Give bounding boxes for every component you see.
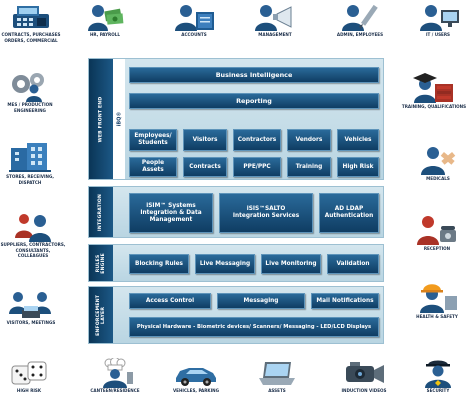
canteen-label: CANTEEN/RESIDENCE xyxy=(90,389,140,394)
blocking-rules-box: Blocking Rules xyxy=(129,254,189,274)
validation-box: Validation xyxy=(327,254,379,274)
frontend-layer: WEB FRONT END iBQ® Business Intelligence… xyxy=(88,58,384,180)
management-label: MANAGEMENT xyxy=(258,33,292,38)
assets-label: ASSETS xyxy=(268,389,286,394)
suppliers-label: SUPPLIERS, CONTRACTORS, CONSULTANTS, COL… xyxy=(0,243,66,260)
accounts-label: ACCOUNTS xyxy=(181,33,207,38)
enforcement-layer: ENFORCEMENT LAYER Access Control Messagi… xyxy=(88,286,384,344)
car-icon xyxy=(176,368,216,386)
integration-label: INTEGRATION xyxy=(98,193,104,231)
hardware-box: Physical Hardware - Biometric devices/ S… xyxy=(129,317,379,337)
meeting-icon xyxy=(9,292,51,318)
contracts-node: CONTRACTS, PURCHASES ORDERS, COMMERCIAL xyxy=(0,2,62,44)
mail-notifications-box: Mail Notifications xyxy=(311,293,379,309)
visitors-node: VISITORS, MEETINGS xyxy=(0,288,62,327)
person-phone-icon xyxy=(417,216,456,245)
person-money-icon xyxy=(88,5,124,31)
integration-layer: INTEGRATION iSIM™ Systems Integration & … xyxy=(88,186,384,238)
person-pen-icon xyxy=(342,4,378,31)
stores-node: STORES, RECEIVING, DISPATCH xyxy=(0,140,60,186)
suppliers-node: SUPPLIERS, CONTRACTORS, CONSULTANTS, COL… xyxy=(0,210,66,260)
access-control-box: Access Control xyxy=(129,293,211,309)
person-megaphone-icon xyxy=(255,5,292,31)
mes-node: MES / PRODUCTION ENGINEERING xyxy=(0,70,60,114)
medicals-node: MEDICALS xyxy=(410,144,466,183)
vehicles-label: VEHICLES, PARKING xyxy=(172,389,220,394)
chef-icon xyxy=(103,358,133,388)
cash-register-icon xyxy=(13,6,49,28)
laptop-icon xyxy=(259,362,295,385)
training-node: TRAINING, QUALIFICATIONS xyxy=(398,70,470,111)
ibq-tab: iBQ® xyxy=(113,59,125,179)
vendors-box: Vendors xyxy=(287,129,331,151)
stores-label: STORES, RECEIVING, DISPATCH xyxy=(6,175,54,186)
contractors-box: Contractors xyxy=(233,129,281,151)
security-label: SECURITY xyxy=(426,389,450,394)
security-node: SECURITY xyxy=(412,356,464,395)
person-group-icon xyxy=(15,214,51,242)
reception-label: RECEPTION xyxy=(423,247,451,252)
isis-box: iSIS™SALTO Integration Services xyxy=(219,193,313,233)
frontend-tab: WEB FRONT END xyxy=(89,59,113,179)
ppe-box: PPE/PPC xyxy=(233,157,281,177)
gears-person-icon xyxy=(12,73,44,102)
frontend-label: WEB FRONT END xyxy=(98,96,104,142)
hr-node: HR, PAYROLL xyxy=(80,2,130,39)
health-label: HEALTH & SAFETY xyxy=(416,315,458,320)
vehicles-node: VEHICLES, PARKING xyxy=(166,358,226,395)
rules-tab: RULES ENGINE xyxy=(89,245,113,281)
live-messaging-box: Live Messaging xyxy=(195,254,255,274)
contracts-label: CONTRACTS, PURCHASES ORDERS, COMMERCIAL xyxy=(1,33,61,44)
reception-node: RECEPTION xyxy=(408,212,466,253)
admin-node: ADMIN, EMPLOYEES xyxy=(328,2,392,39)
person-book-icon xyxy=(175,5,214,31)
it-node: IT / USERS xyxy=(408,2,468,39)
induction-node: INDUCTION VIDEOS xyxy=(334,358,394,395)
buildings-icon xyxy=(9,143,51,172)
high-risk-box: High Risk xyxy=(337,157,379,177)
rules-label: RULES ENGINE xyxy=(95,252,106,274)
visitors-label: VISITORS, MEETINGS xyxy=(6,321,56,326)
health-node: HEALTH & SAFETY xyxy=(406,280,468,321)
live-monitoring-box: Live Monitoring xyxy=(261,254,321,274)
business-intelligence-box: Business Intelligence xyxy=(129,67,379,83)
person-monitor-icon xyxy=(420,5,459,31)
admin-label: ADMIN, EMPLOYEES xyxy=(336,33,384,38)
video-camera-icon xyxy=(346,362,384,383)
employees-box: Employees/ Students xyxy=(129,129,177,151)
highrisk-label: HIGH RISK xyxy=(16,389,42,394)
ibq-label: iBQ® xyxy=(116,111,122,127)
contracts-box: Contracts xyxy=(183,157,227,177)
ad-ldap-box: AD LDAP Authentication xyxy=(319,193,379,233)
rules-layer: RULES ENGINE Blocking Rules Live Messagi… xyxy=(88,244,384,282)
hardhat-person-icon xyxy=(420,284,457,313)
canteen-node: CANTEEN/RESIDENCE xyxy=(84,358,146,395)
highrisk-node: HIGH RISK xyxy=(4,358,54,395)
dice-icon xyxy=(11,361,47,385)
management-node: MANAGEMENT xyxy=(246,2,304,39)
mes-label: MES / PRODUCTION ENGINEERING xyxy=(7,103,53,114)
graduation-icon xyxy=(413,73,453,103)
training-box: Training xyxy=(287,157,331,177)
training-label: TRAINING, QUALIFICATIONS xyxy=(401,105,467,110)
accounts-node: ACCOUNTS xyxy=(168,2,220,39)
reporting-box: Reporting xyxy=(129,93,379,109)
visitors-box: Visitors xyxy=(183,129,227,151)
people-assets-box: People Assets xyxy=(129,157,177,177)
isim-box: iSIM™ Systems Integration & Data Managem… xyxy=(129,193,213,233)
security-guard-icon xyxy=(425,360,451,388)
hr-label: HR, PAYROLL xyxy=(89,33,121,38)
messaging-box: Messaging xyxy=(217,293,305,309)
it-label: IT / USERS xyxy=(425,33,451,38)
vehicles-box: Vehicles xyxy=(337,129,379,151)
enforcement-tab: ENFORCEMENT LAYER xyxy=(89,287,113,343)
medical-person-icon xyxy=(421,147,456,175)
enforcement-label: ENFORCEMENT LAYER xyxy=(95,294,106,336)
integration-tab: INTEGRATION xyxy=(89,187,113,237)
induction-label: INDUCTION VIDEOS xyxy=(341,389,387,394)
medicals-label: MEDICALS xyxy=(426,177,450,182)
assets-node: ASSETS xyxy=(252,358,302,395)
